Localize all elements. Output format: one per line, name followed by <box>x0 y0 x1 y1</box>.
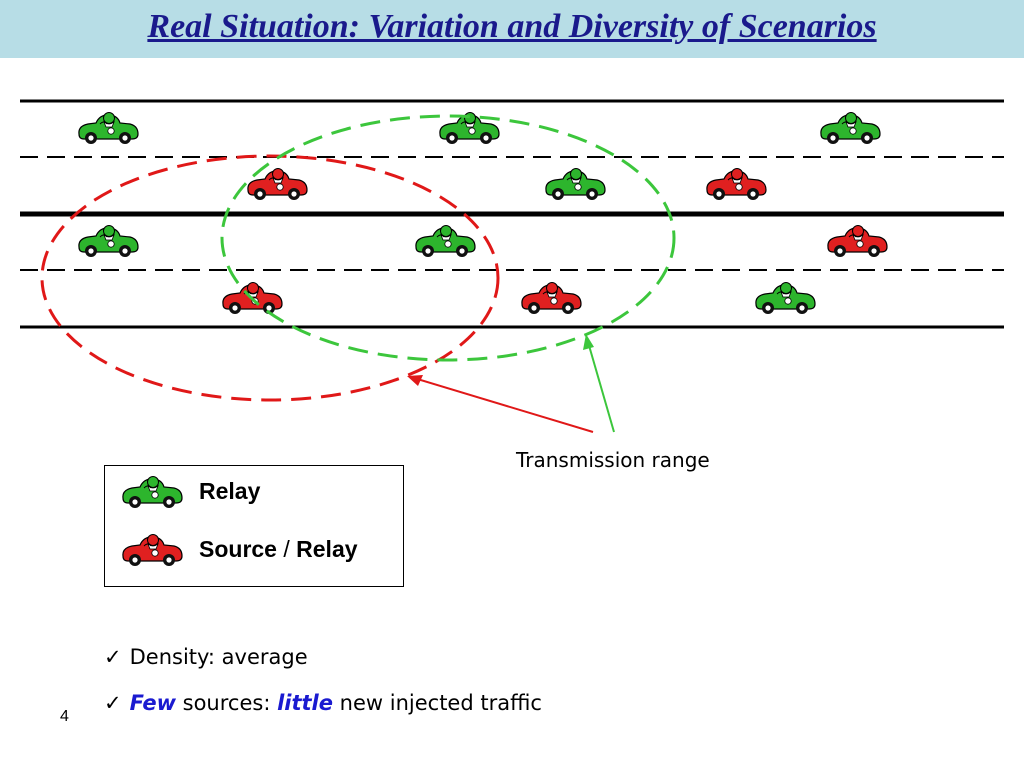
legend-source-row: Source / Relay <box>119 530 358 568</box>
relay-car-icon <box>820 111 881 145</box>
green-range-arrow <box>587 341 615 433</box>
relay-car-icon <box>415 224 476 258</box>
check-icon: ✓ <box>104 691 122 715</box>
relay-car-icon <box>78 224 139 258</box>
check-icon: ✓ <box>104 645 122 669</box>
source-car-icon <box>122 533 183 567</box>
relay-car-icon <box>78 111 139 145</box>
source-car-icon <box>706 167 767 201</box>
bullet-list: ✓Density: average ✓Few sources: little n… <box>104 634 542 726</box>
green-transmission-range <box>220 114 676 362</box>
bullet-sources: ✓Few sources: little new injected traffi… <box>104 691 542 715</box>
relay-car-icon <box>755 281 816 315</box>
page-number: 4 <box>60 708 69 725</box>
source-car-icon <box>827 224 888 258</box>
legend-relay-label: Relay <box>199 477 261 504</box>
green-arrow-head <box>583 334 594 350</box>
red-range-arrow <box>413 377 594 433</box>
relay-car-icon <box>122 475 183 509</box>
red-arrow-head <box>407 375 423 386</box>
legend-relay-row: Relay <box>119 472 260 510</box>
relay-car-icon <box>545 167 606 201</box>
red-transmission-range <box>40 154 500 402</box>
slide-title: Real Situation: Variation and Diversity … <box>147 8 877 45</box>
bullet-density: ✓Density: average <box>104 645 308 669</box>
legend-source-label: Source / Relay <box>199 535 358 562</box>
legend-box: Relay Source / Relay <box>104 465 404 587</box>
title-bar <box>0 0 1024 58</box>
source-car-icon <box>521 281 582 315</box>
transmission-range-label: Transmission range <box>516 448 710 472</box>
